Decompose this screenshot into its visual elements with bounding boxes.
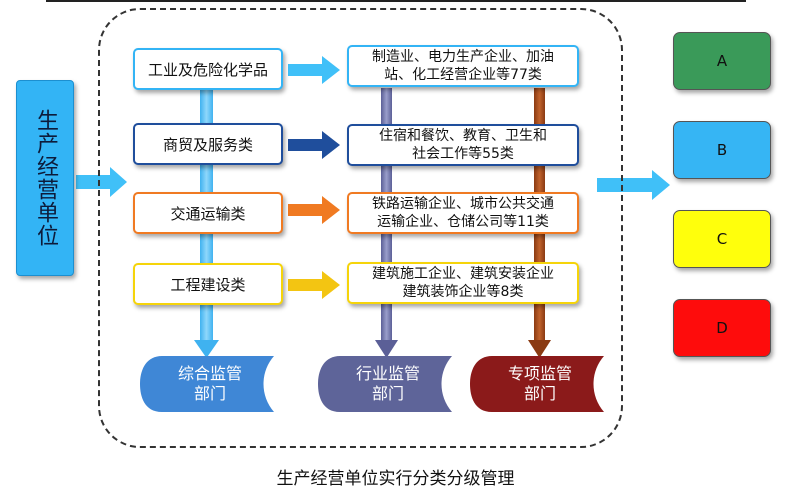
levels-arrow: [597, 170, 670, 200]
department-shape: [318, 356, 452, 412]
enterprise-box: 住宿和餐饮、教育、卫生和 社会工作等55类: [347, 124, 579, 166]
source-box: 生产经营单位: [16, 80, 74, 276]
enterprise-text: 铁路运输企业、城市公共交通 运输企业、仓储公司等11类: [372, 196, 554, 230]
category-arrow: [288, 56, 340, 84]
category-box: 交通运输类: [133, 192, 283, 234]
top-rule: [46, 0, 746, 2]
source-label: 生产经营单位: [33, 109, 58, 247]
enterprise-text: 住宿和餐饮、教育、卫生和 社会工作等55类: [379, 128, 547, 162]
enterprise-text: 制造业、电力生产企业、加油 站、化工经营企业等77类: [372, 49, 554, 83]
category-label: 交通运输类: [170, 204, 246, 223]
diagram-caption: 生产经营单位实行分类分级管理: [276, 469, 515, 489]
department-label: 综合监管 部门: [177, 364, 242, 403]
department-label: 专项监管 部门: [507, 364, 572, 403]
level-box: D: [673, 299, 771, 357]
category-arrow: [288, 196, 340, 224]
category-box: 工业及危险化学品: [133, 48, 283, 90]
category-box: 商贸及服务类: [133, 123, 283, 165]
department-shape: [470, 356, 604, 412]
enterprise-box: 建筑施工企业、建筑安装企业 建筑装饰企业等8类: [347, 262, 579, 304]
level-box: B: [673, 121, 771, 179]
level-box: A: [673, 32, 771, 90]
source-arrow: [76, 167, 127, 197]
department-label: 行业监管 部门: [355, 364, 420, 403]
level-label: C: [716, 230, 728, 248]
category-arrow: [288, 271, 340, 299]
level-label: B: [716, 141, 728, 159]
category-label: 工程建设类: [170, 275, 246, 294]
department-shape: [140, 356, 274, 412]
enterprise-box: 铁路运输企业、城市公共交通 运输企业、仓储公司等11类: [347, 192, 579, 234]
enterprise-text: 建筑施工企业、建筑安装企业 建筑装饰企业等8类: [372, 266, 554, 300]
classification-group-frame: [98, 8, 623, 448]
level-label: D: [716, 319, 728, 337]
category-arrow: [288, 131, 340, 159]
category-label: 商贸及服务类: [162, 135, 253, 154]
category-box: 工程建设类: [133, 263, 283, 305]
level-box: C: [673, 210, 771, 268]
level-label: A: [716, 52, 728, 70]
enterprise-box: 制造业、电力生产企业、加油 站、化工经营企业等77类: [347, 45, 579, 87]
category-label: 工业及危险化学品: [147, 60, 268, 79]
